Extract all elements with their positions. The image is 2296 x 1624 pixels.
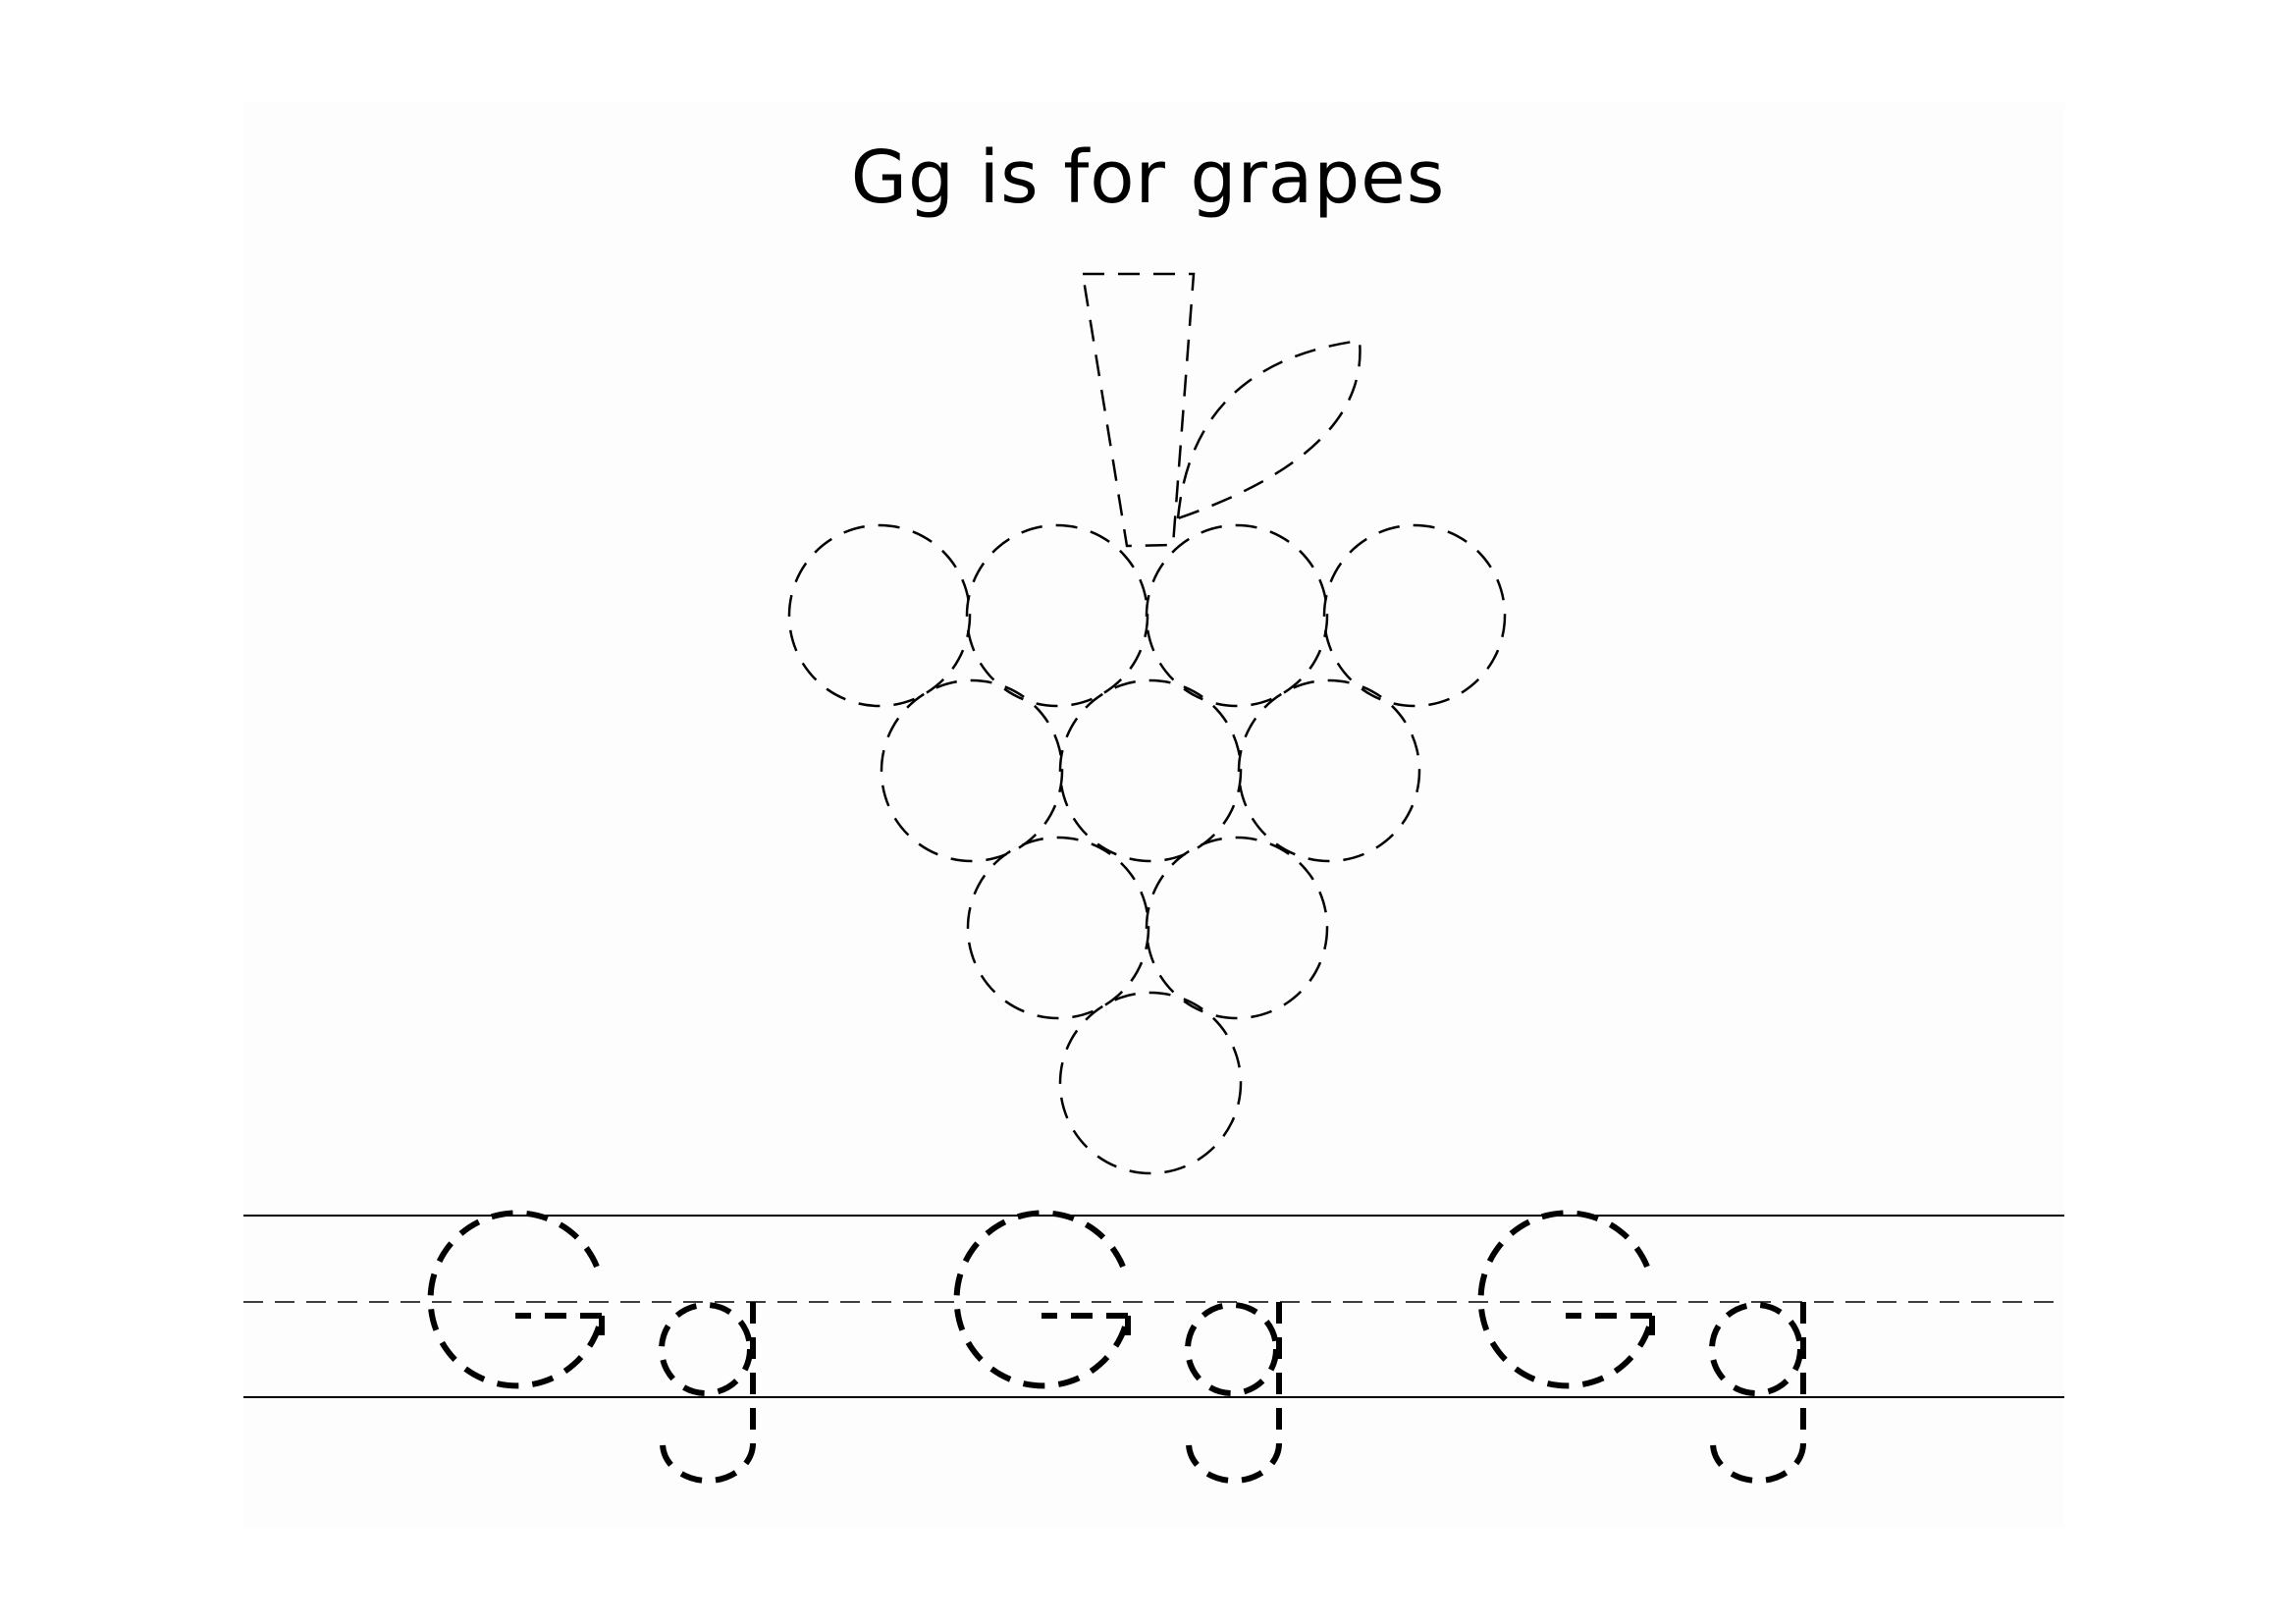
grape-1 bbox=[787, 523, 972, 708]
trace-letter-g-1 bbox=[659, 1302, 756, 1484]
grape-5 bbox=[880, 678, 1064, 863]
trace-letter-g-3 bbox=[1709, 1302, 1806, 1484]
tracing-letters bbox=[427, 1210, 1806, 1484]
grape-3 bbox=[1145, 523, 1329, 708]
grape-7 bbox=[1237, 678, 1421, 863]
worksheet-paper bbox=[243, 103, 2064, 1527]
handwriting-guides bbox=[243, 1215, 2064, 1398]
trace-letter-G-1 bbox=[427, 1210, 605, 1389]
grapes-picture bbox=[787, 272, 1507, 1175]
grape-2 bbox=[965, 523, 1149, 708]
grape-stem bbox=[1081, 272, 1196, 548]
grape-8 bbox=[966, 836, 1150, 1020]
worksheet-title: Gg is for grapes bbox=[850, 135, 1446, 220]
trace-letter-g-2 bbox=[1185, 1302, 1282, 1484]
grape-10 bbox=[1058, 991, 1243, 1175]
grape-4 bbox=[1322, 523, 1507, 708]
trace-letter-G-2 bbox=[953, 1210, 1131, 1389]
grape-9 bbox=[1145, 836, 1329, 1020]
grape-6 bbox=[1058, 678, 1243, 863]
trace-letter-G-3 bbox=[1477, 1210, 1655, 1389]
grape-leaf bbox=[1176, 339, 1362, 520]
